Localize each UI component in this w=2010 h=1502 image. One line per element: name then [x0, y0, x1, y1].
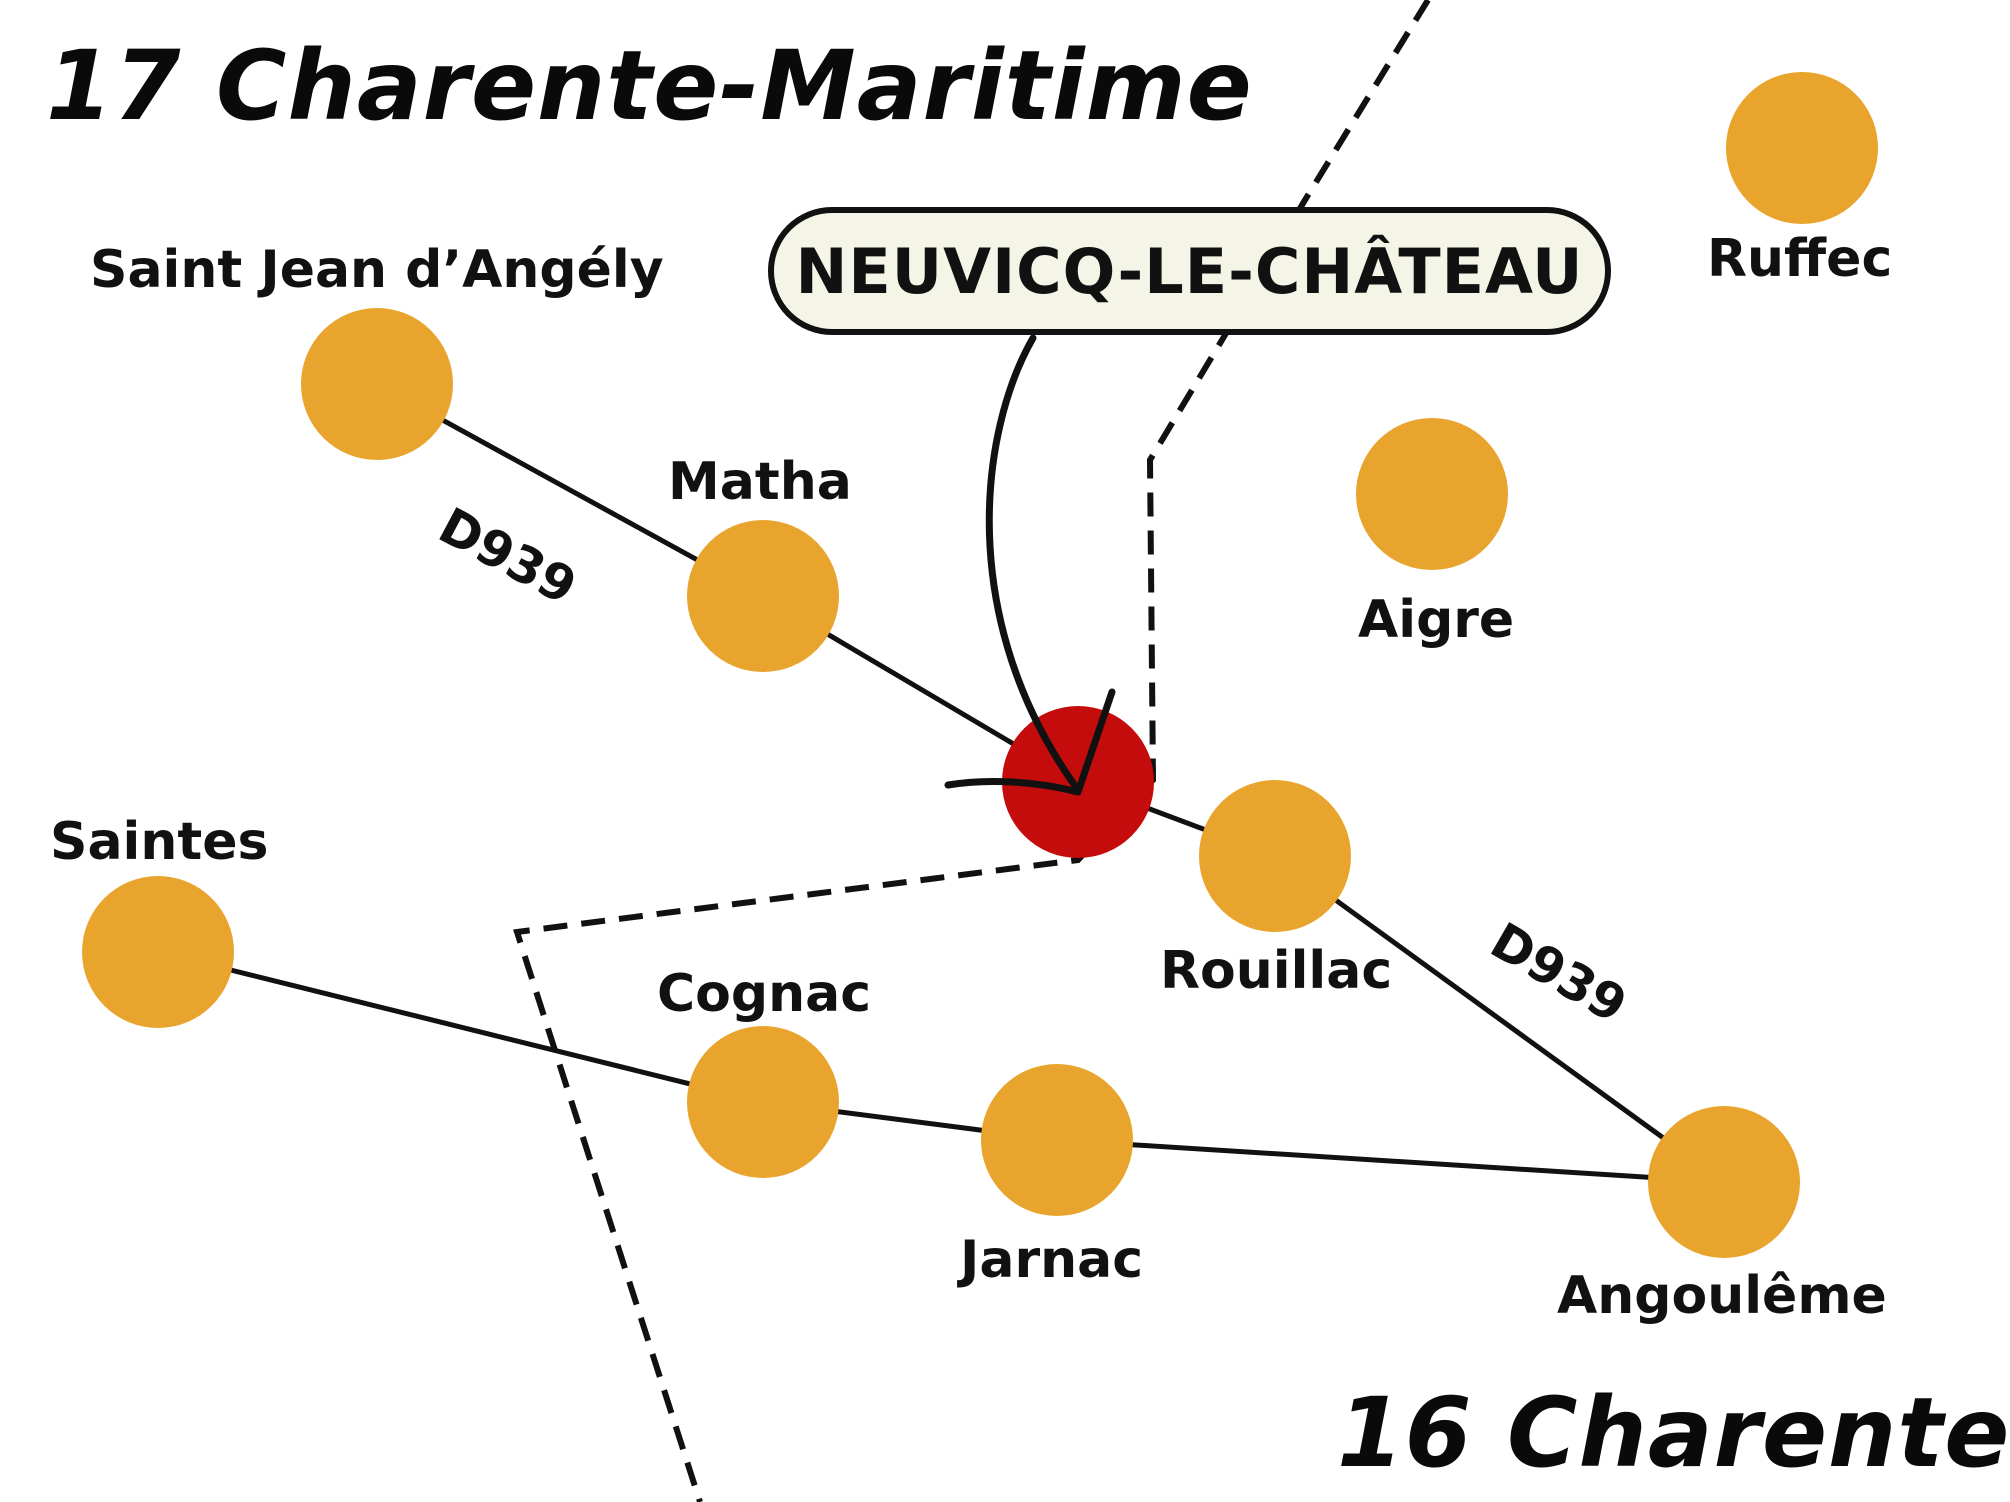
- road-label-d939-south: D939: [1481, 911, 1637, 1035]
- town-dot-ruffec: [1726, 72, 1878, 224]
- department-label-charente-maritime: 17 Charente-Maritime: [46, 30, 1253, 142]
- town-dot-saint-jean: [301, 308, 453, 460]
- department-border: [513, 0, 1431, 1502]
- town-dot-cognac: [687, 1026, 839, 1178]
- city-label-jarnac: Jarnac: [960, 1230, 1144, 1290]
- town-dot-matha: [687, 520, 839, 672]
- city-label-matha: Matha: [668, 452, 852, 512]
- callout-arrow: [985, 334, 1082, 794]
- department-label-charente: 16 Charente: [1337, 1377, 2010, 1489]
- road-saintes-angouleme: [157, 949, 1725, 1185]
- arrow-head-icon: [944, 688, 1116, 796]
- city-label-angouleme: Angoulême: [1557, 1266, 1887, 1326]
- city-label-saint-jean: Saint Jean d’Angély: [90, 240, 664, 300]
- town-dot-jarnac: [981, 1064, 1133, 1216]
- town-dot-saintes: [82, 876, 234, 1028]
- callout-label: NEUVICQ-LE-CHÂTEAU: [795, 234, 1584, 308]
- town-dot-rouillac: [1199, 780, 1351, 932]
- city-label-ruffec: Ruffec: [1707, 229, 1893, 289]
- location-callout: NEUVICQ-LE-CHÂTEAU: [768, 207, 1611, 335]
- city-label-cognac: Cognac: [657, 964, 872, 1024]
- city-label-saintes: Saintes: [50, 812, 269, 872]
- town-dot-aigre: [1356, 418, 1508, 570]
- map-canvas: [82, 0, 1878, 1502]
- town-dot-angouleme: [1648, 1106, 1800, 1258]
- city-label-aigre: Aigre: [1358, 590, 1515, 650]
- city-label-rouillac: Rouillac: [1160, 941, 1393, 1001]
- road-label-d939-north: D939: [429, 496, 586, 617]
